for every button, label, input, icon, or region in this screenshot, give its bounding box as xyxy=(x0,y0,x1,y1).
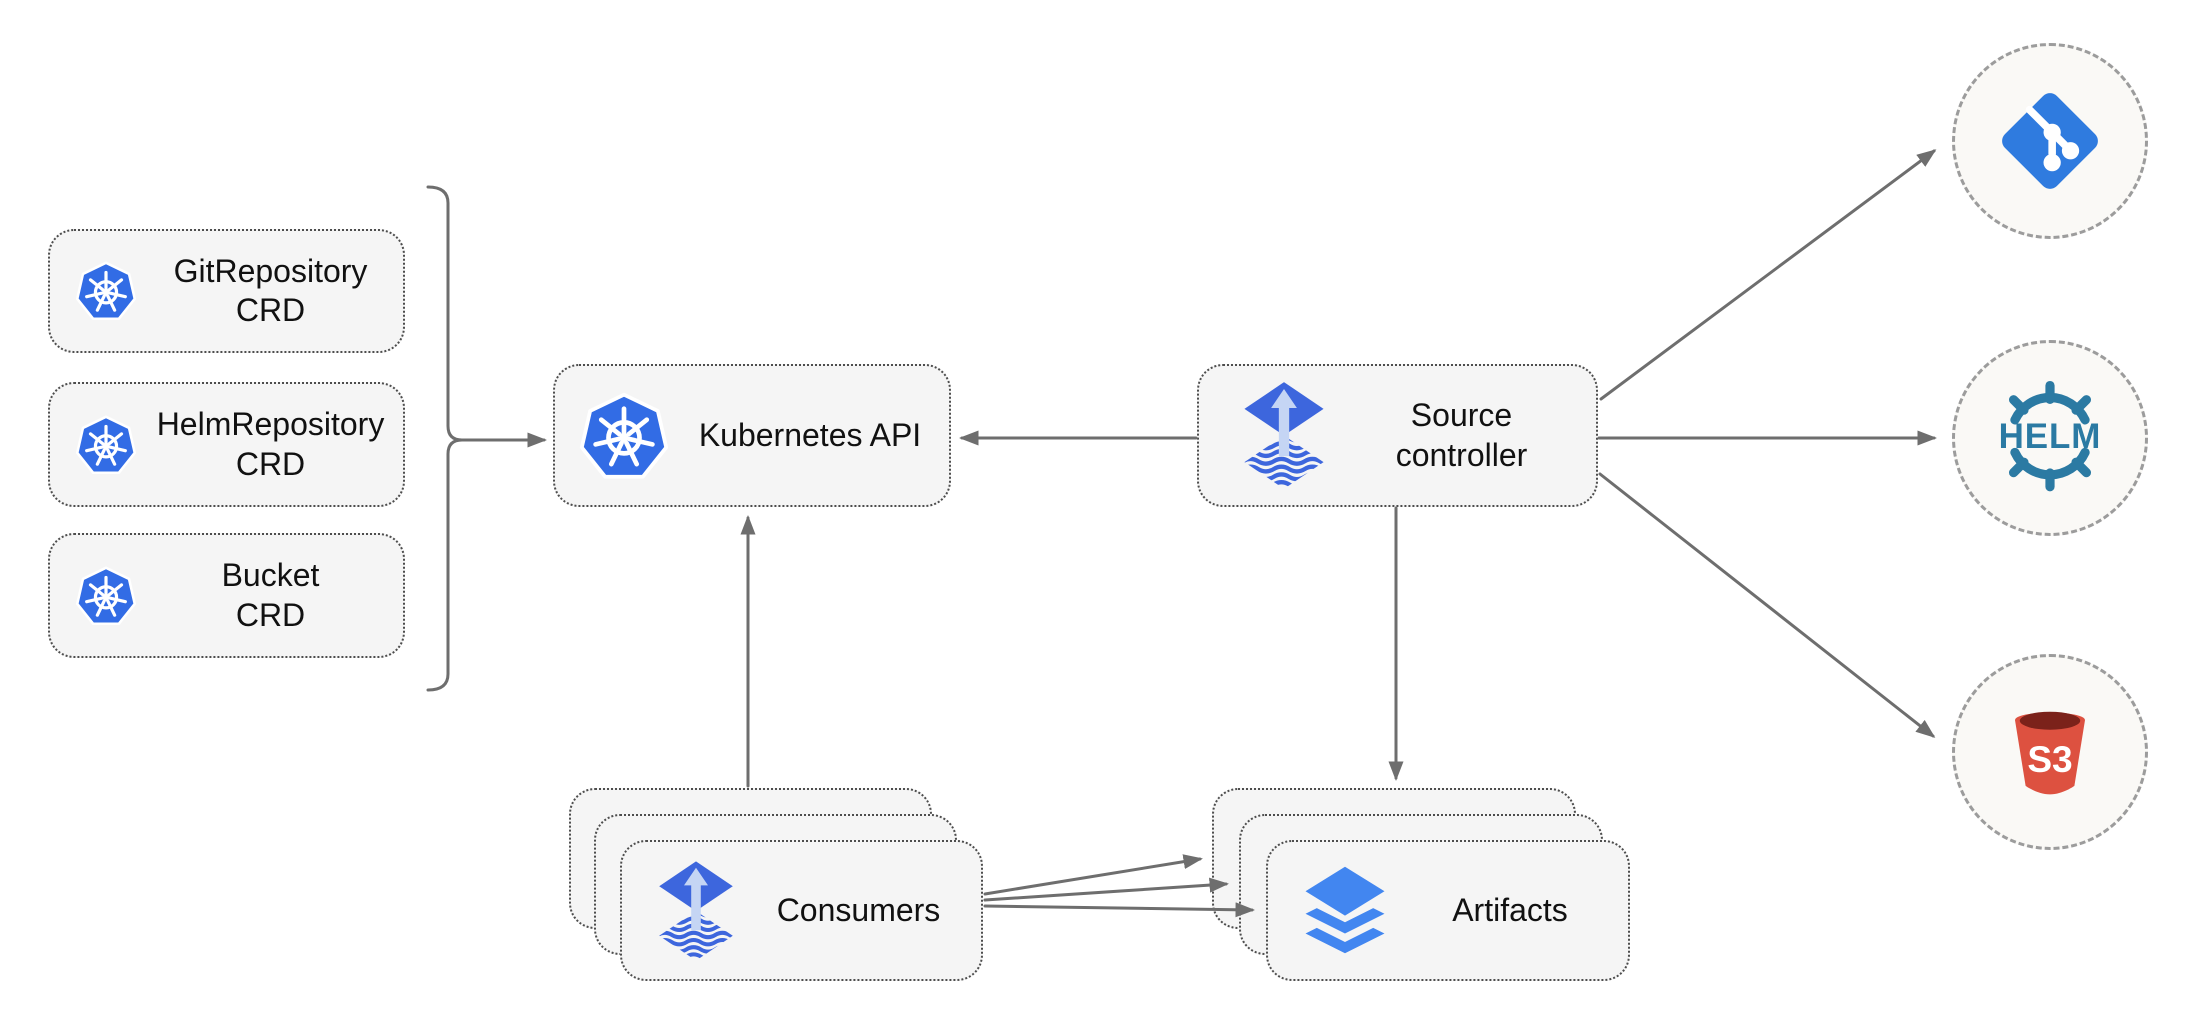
node-s3-endpoint: S3 xyxy=(1952,654,2148,850)
node-label: HelmRepository CRD xyxy=(156,406,385,482)
layers-icon xyxy=(1305,866,1385,954)
kubernetes-icon xyxy=(74,257,138,325)
crd-group-bracket xyxy=(426,438,464,692)
s3-logo-text: S3 xyxy=(2027,738,2072,780)
edge-consumers-to-artifacts-1 xyxy=(983,854,1203,896)
node-label: Artifacts xyxy=(1452,891,1568,928)
git-icon xyxy=(2002,93,2098,189)
crd-group-bracket xyxy=(426,185,464,442)
flux-icon xyxy=(656,861,736,961)
helm-logo-text: HELM xyxy=(1999,417,2102,456)
node-label: GitRepository CRD xyxy=(173,252,368,328)
edge-source-controller-to-git xyxy=(1599,149,1937,401)
edge-consumers-to-artifacts-2 xyxy=(983,877,1229,902)
node-label: Source controller xyxy=(1395,397,1528,473)
node-consumers: Consumers xyxy=(620,840,983,981)
node-artifacts: Artifacts xyxy=(1266,840,1630,981)
node-gitrepository-crd: GitRepository CRD xyxy=(48,229,405,353)
helm-icon: HELM xyxy=(1999,380,2102,492)
kubernetes-icon xyxy=(74,562,138,630)
node-source-controller: Source controller xyxy=(1197,364,1598,507)
s3-bucket-icon: S3 xyxy=(2015,711,2085,795)
node-label: Consumers xyxy=(776,891,941,928)
edge-source-controller-to-s3 xyxy=(1598,472,1936,738)
kubernetes-icon xyxy=(577,387,671,485)
node-kubernetes-api: Kubernetes API xyxy=(553,364,951,507)
node-label: Bucket CRD xyxy=(221,557,320,633)
node-label: Kubernetes API xyxy=(698,416,922,453)
node-git-endpoint xyxy=(1952,43,2148,239)
node-helmrepository-crd: HelmRepository CRD xyxy=(48,382,405,507)
flux-icon xyxy=(1241,382,1327,489)
kubernetes-icon xyxy=(74,411,138,479)
node-helm-endpoint: HELM xyxy=(1952,340,2148,536)
node-bucket-crd: Bucket CRD xyxy=(48,533,405,658)
